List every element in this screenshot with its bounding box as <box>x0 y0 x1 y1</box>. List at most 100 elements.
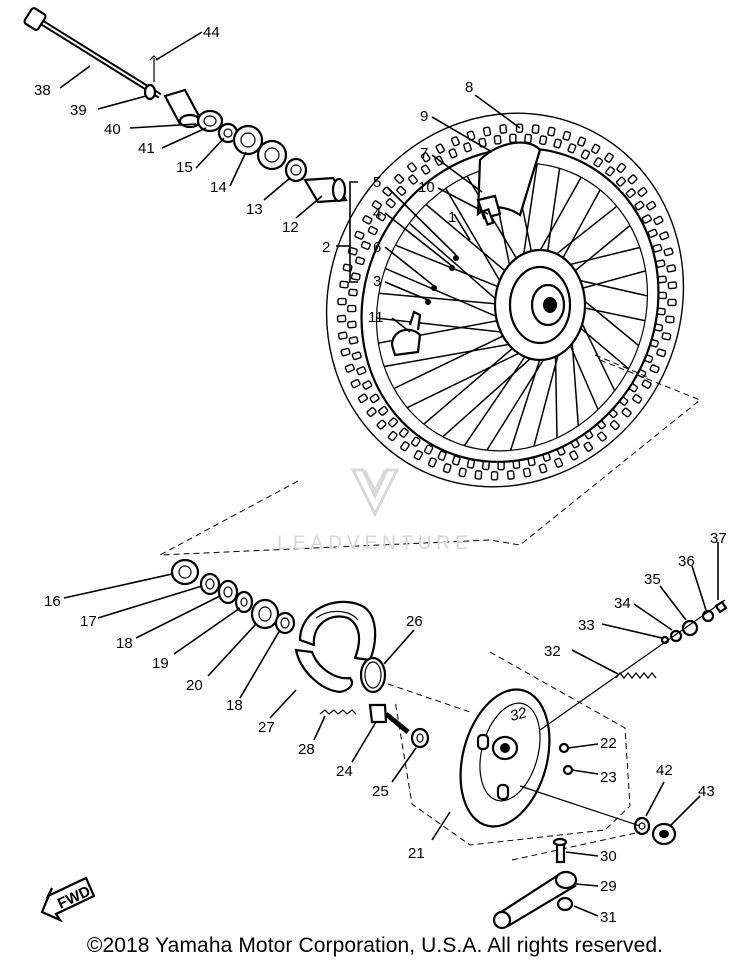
bearing-20 <box>250 598 280 630</box>
callout-40: 40 <box>104 121 121 138</box>
washer-42 <box>633 816 651 836</box>
leader-lines <box>59 31 719 917</box>
tread-block <box>347 320 357 329</box>
dust-seal-41 <box>196 109 224 133</box>
tread-block <box>351 351 362 361</box>
oil-seal-13 <box>284 157 308 183</box>
tread-block <box>337 331 348 340</box>
tread-block <box>663 247 674 257</box>
tread-block <box>398 427 409 438</box>
tread-block <box>423 444 434 455</box>
cam-24 <box>368 703 410 734</box>
tread-block <box>641 214 652 224</box>
tread-block <box>387 417 399 428</box>
tread-block <box>375 211 387 222</box>
nut-43 <box>651 822 677 846</box>
tread-block <box>661 332 672 341</box>
tread-block <box>547 126 556 137</box>
rim-lock-11 <box>390 310 422 357</box>
spoke <box>408 222 511 313</box>
tread-block <box>371 200 382 210</box>
tread-block <box>427 457 437 468</box>
callout-5: 5 <box>373 174 381 191</box>
callout-16: 16 <box>44 593 61 610</box>
leadventure-logo-icon <box>350 468 400 518</box>
tread-block <box>357 393 369 404</box>
callout-36: 36 <box>678 553 695 570</box>
tread-block <box>344 363 355 373</box>
spoke <box>423 337 526 425</box>
tread-block <box>627 174 638 185</box>
tread-block <box>348 336 359 345</box>
tread-block <box>450 136 460 147</box>
bearing-16 <box>170 558 200 586</box>
tread-block <box>336 314 347 323</box>
tread-block <box>356 366 367 376</box>
tread-block <box>562 130 572 141</box>
tread-block <box>340 347 351 357</box>
tread-block <box>604 152 614 163</box>
callout-35: 35 <box>644 571 661 588</box>
o-ring-26 <box>359 656 387 694</box>
tread-block <box>609 420 620 431</box>
callout-18b: 18 <box>226 697 243 714</box>
callout-41: 41 <box>138 140 155 157</box>
brake-plate-21: 32 <box>459 688 551 828</box>
tread-block <box>637 187 648 197</box>
collar-40 <box>163 88 202 129</box>
callout-15: 15 <box>176 159 193 176</box>
tread-block <box>385 198 396 209</box>
callout-20: 20 <box>186 677 203 694</box>
tread-block <box>376 419 387 430</box>
spring-28 <box>319 709 357 715</box>
callout-34: 34 <box>614 595 631 612</box>
tread-block <box>538 135 548 146</box>
tread-block <box>346 304 357 313</box>
tread-block <box>580 149 591 160</box>
tread-block <box>366 407 377 417</box>
tread-block <box>634 200 645 211</box>
tread-block <box>659 231 670 241</box>
tread-block <box>378 405 389 416</box>
tread-block <box>337 297 347 306</box>
spoke <box>384 339 530 368</box>
tread-block <box>665 315 675 324</box>
callout-24: 24 <box>336 763 353 780</box>
callout-numbers: 44 38 39 40 41 15 14 13 12 8 9 7 10 1 5 … <box>34 24 727 926</box>
tread-block <box>354 230 365 240</box>
oil-seal-18b <box>274 611 296 635</box>
tread-block <box>387 431 398 442</box>
callout-10: 10 <box>418 179 435 196</box>
tread-block <box>458 467 467 478</box>
tread-block <box>666 264 677 273</box>
tread-block <box>653 215 664 226</box>
tread-block <box>554 457 564 468</box>
tread-block <box>667 281 678 290</box>
callout-4: 4 <box>373 205 381 222</box>
spoke <box>385 267 514 325</box>
callout-44: 44 <box>203 24 220 41</box>
tread-block <box>583 441 594 452</box>
tread-block <box>567 143 577 154</box>
washer-34 <box>669 629 683 643</box>
tread-block <box>400 441 410 452</box>
tread-block <box>506 470 515 480</box>
callout-12: 12 <box>282 219 299 236</box>
collar-17 <box>199 572 221 596</box>
spoke <box>425 203 518 282</box>
tread-block <box>499 124 508 134</box>
copyright-notice: ©2018 Yamaha Motor Corporation, U.S.A. A… <box>86 934 664 957</box>
alignment-box-brake <box>394 651 631 846</box>
tread-block <box>538 463 548 474</box>
callout-8: 8 <box>465 79 473 96</box>
tread-block <box>362 380 373 390</box>
tread-block <box>442 463 452 474</box>
tread-block <box>667 298 677 307</box>
tread-block <box>593 157 604 168</box>
tread-block <box>493 134 502 145</box>
tread-block <box>531 124 540 134</box>
tread-block <box>348 288 358 297</box>
brake-arm-29 <box>492 870 578 930</box>
callout-38: 38 <box>34 82 51 99</box>
